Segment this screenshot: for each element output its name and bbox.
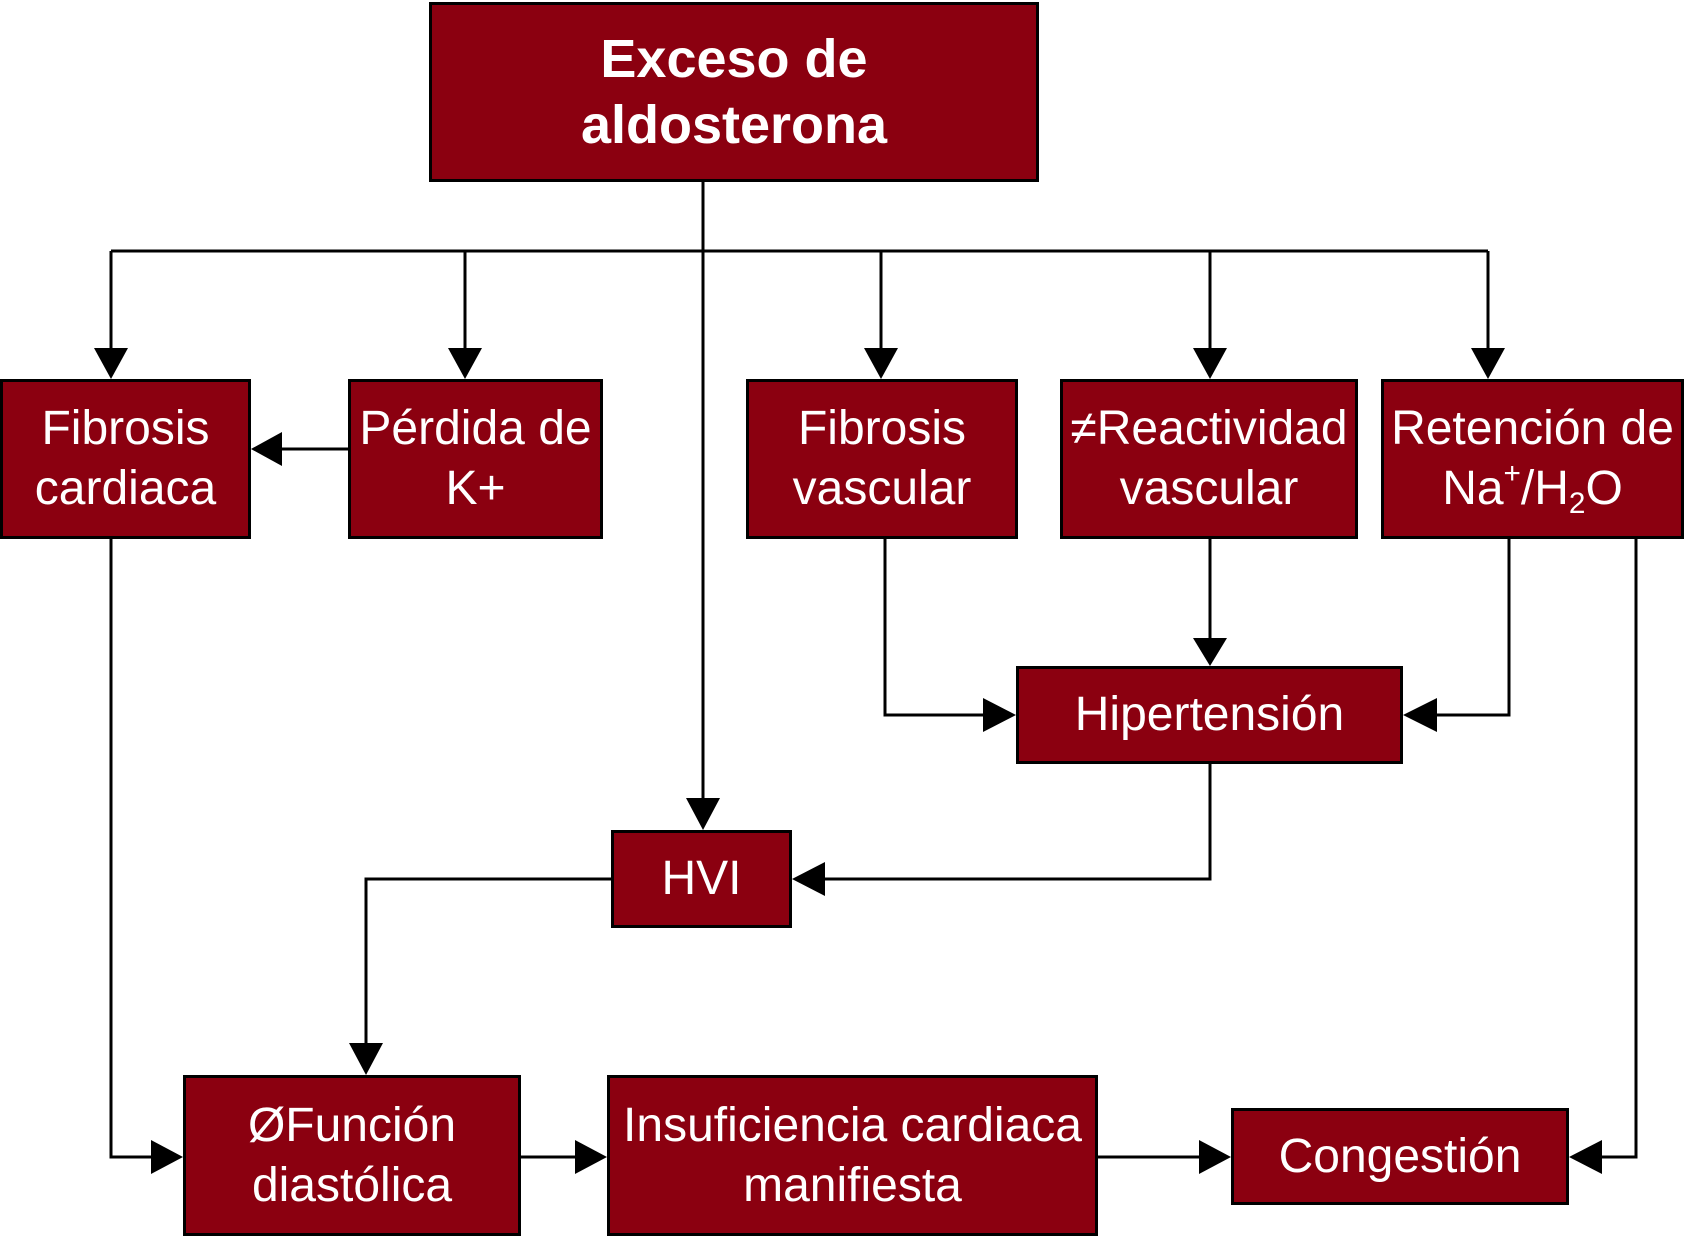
- formula-h-subscript: 2: [1568, 486, 1586, 520]
- node-perdida-k: Pérdida de K+: [348, 379, 603, 539]
- node-label-line: ≠Reactividad: [1070, 402, 1348, 455]
- node-label-line: Congestión: [1278, 1129, 1522, 1183]
- node-insuficiencia-cardiaca: Insuficiencia cardiaca manifiesta: [607, 1075, 1098, 1236]
- node-label-line: Fibrosis: [797, 402, 966, 455]
- node-retencion-na-h2o: Retención de Na+/H2O: [1381, 379, 1684, 539]
- node-label-line: Retención de: [1391, 402, 1674, 455]
- node-label-line: Pérdida de: [359, 402, 592, 455]
- node-label-line: Hipertensión: [1074, 688, 1345, 741]
- node-label-line: cardiaca: [34, 462, 217, 515]
- arrowhead-left-hvi: [792, 862, 825, 896]
- node-fibrosis-vascular: Fibrosis vascular: [746, 379, 1018, 539]
- node-fibrosis-cardiaca: Fibrosis cardiaca: [0, 379, 251, 539]
- node-label-line: diastólica: [251, 1158, 453, 1212]
- node-exceso-aldosterona: Exceso de aldosterona: [429, 2, 1039, 182]
- arrowhead-down-hvi: [686, 798, 720, 830]
- node-label-line: ØFunción: [247, 1098, 457, 1152]
- arrowhead-left-fibrosis-cardiaca: [251, 432, 282, 466]
- arrowhead-right-congestion: [1199, 1140, 1231, 1174]
- arrowhead-right-hta-from-fv: [983, 698, 1016, 732]
- arrowhead-down-fibrosis-vascular: [864, 348, 898, 379]
- arrowhead-left-congestion: [1569, 1140, 1602, 1174]
- node-congestion: Congestión: [1231, 1108, 1569, 1205]
- node-label-line: Fibrosis: [41, 402, 210, 455]
- node-label-line: K+: [445, 462, 506, 515]
- arrowhead-down-fd: [349, 1043, 383, 1075]
- edge-na-to-congestion: [1600, 539, 1638, 1159]
- arrowhead-down-fibrosis-cardiaca: [94, 348, 128, 379]
- node-label-line: vascular: [792, 462, 972, 515]
- node-label-line: aldosterona: [580, 95, 888, 155]
- formula-na-charge: +: [1503, 457, 1521, 491]
- node-label-line: HVI: [661, 852, 742, 905]
- edge-na-to-hta: [1435, 539, 1511, 717]
- node-hipertension: Hipertensión: [1016, 666, 1403, 764]
- edge-fc-to-fd: [109, 539, 153, 1159]
- node-label-line: Exceso de: [600, 29, 868, 89]
- arrowhead-right-ic: [575, 1140, 607, 1174]
- edge-fv-to-hta: [883, 539, 985, 717]
- arrowhead-down-perdida-k: [448, 348, 482, 379]
- node-label-line: Insuficiencia cardiaca: [623, 1098, 1082, 1152]
- node-funcion-diastolica: ØFunción diastólica: [183, 1075, 521, 1236]
- node-label-line: vascular: [1119, 462, 1299, 515]
- arrowhead-down-hta: [1193, 638, 1227, 666]
- formula-slash-h: /H: [1520, 462, 1569, 515]
- node-hvi: HVI: [611, 830, 792, 928]
- edge-hta-to-hvi: [823, 764, 1212, 881]
- arrowhead-down-reactividad: [1193, 348, 1227, 379]
- node-reactividad-vascular: ≠Reactividad vascular: [1060, 379, 1358, 539]
- node-label-formula: Na+/H2O: [1391, 459, 1674, 519]
- arrowheads: [94, 348, 1602, 1174]
- formula-o: O: [1585, 462, 1623, 515]
- node-label-line: manifiesta: [743, 1158, 962, 1212]
- arrowhead-left-hta-from-na: [1403, 698, 1437, 732]
- arrowhead-right-fd: [151, 1140, 183, 1174]
- arrowhead-down-retencion: [1471, 348, 1505, 379]
- formula-na: Na: [1442, 462, 1504, 515]
- connector-lines: [109, 182, 1638, 1159]
- edge-hvi-to-fd: [364, 877, 611, 1045]
